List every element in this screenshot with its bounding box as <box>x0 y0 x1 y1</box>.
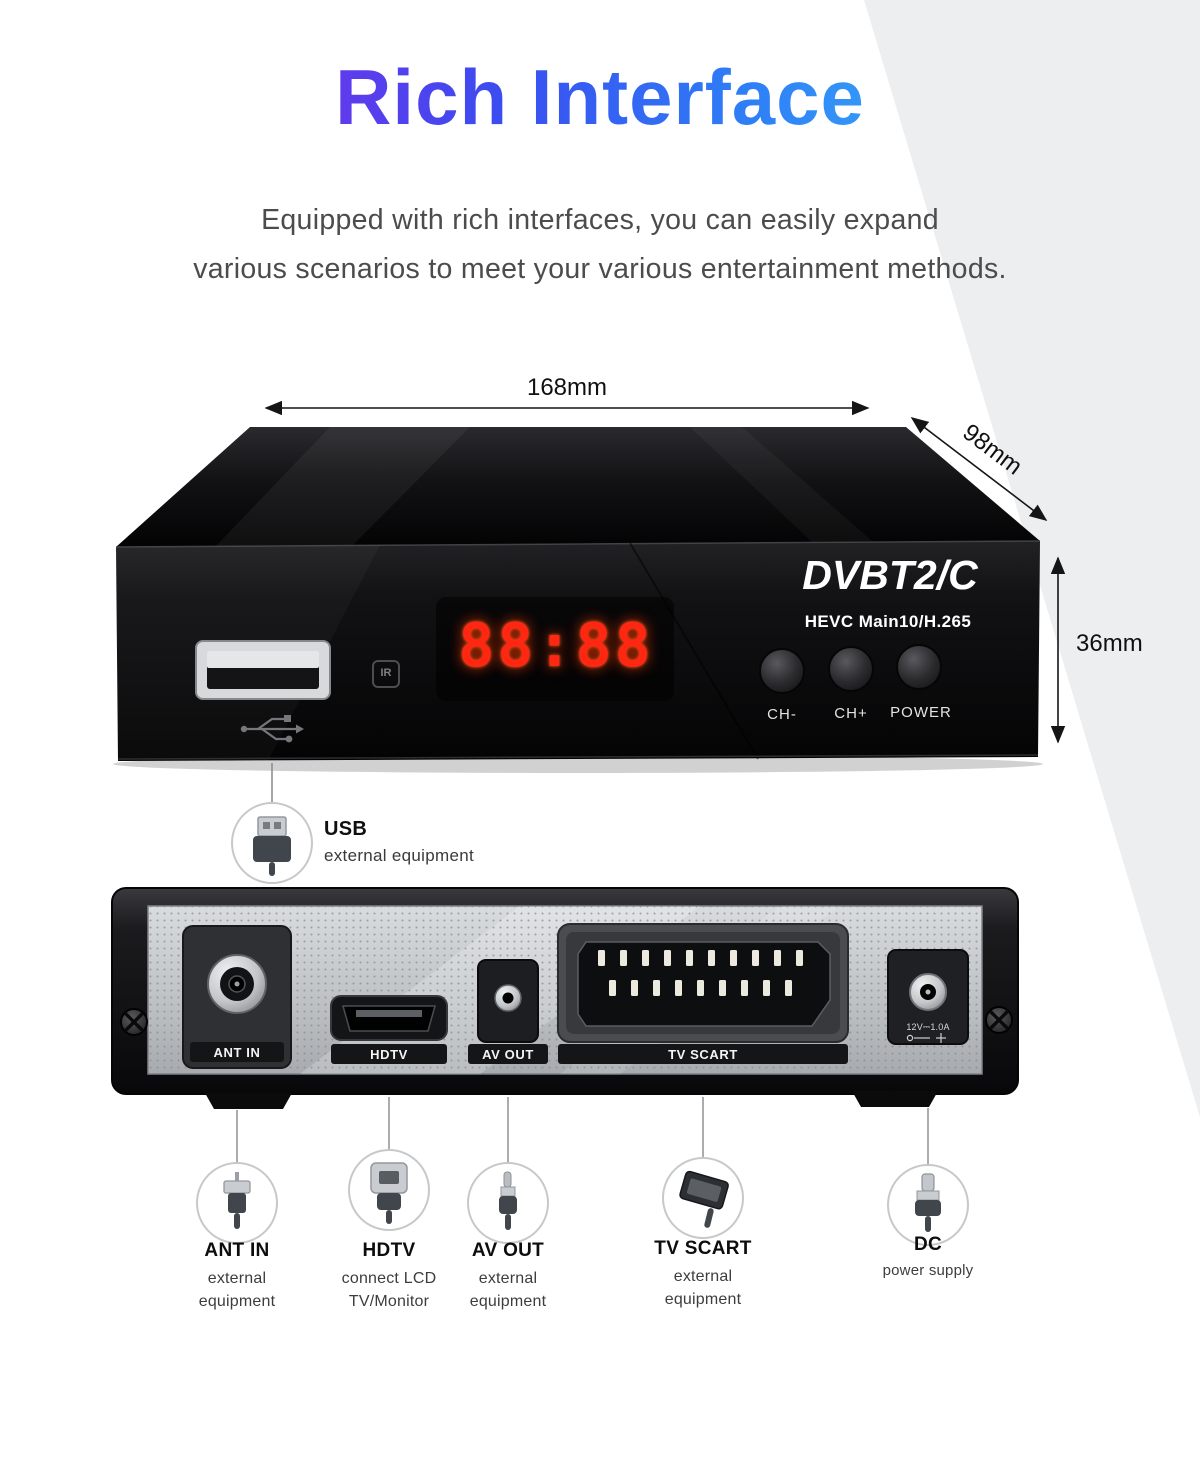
left-screw-icon <box>120 1008 148 1036</box>
brand-logo-subtext: HEVC Main10/H.265 <box>804 612 972 631</box>
brand-logo: DVBT2/C <box>802 552 978 598</box>
dc-rating-label: 12V⎓1.0A <box>906 1022 950 1032</box>
led-display-value: 88:88 <box>458 611 654 681</box>
callout-ant-in-label: ANT IN <box>204 1240 270 1261</box>
subtitle-line-2: various scenarios to meet your various e… <box>193 253 1007 285</box>
callout-dc-desc1: power supply <box>882 1262 974 1279</box>
power-button-label: POWER <box>890 704 952 721</box>
callout-hdtv-label: HDTV <box>362 1240 416 1261</box>
usb-callout-description: external equipment <box>324 846 474 865</box>
callout-tv-scart: TV SCART external equipment <box>628 1238 778 1311</box>
usb-callout-label: USB <box>324 818 368 840</box>
callout-hdtv-desc1: connect LCD <box>341 1270 437 1287</box>
scart-pins <box>598 950 803 996</box>
power-button <box>896 644 942 690</box>
ant-in-port <box>182 925 292 1069</box>
callout-hdtv: HDTV connect LCD TV/Monitor <box>314 1240 464 1313</box>
width-dimension-label: 168mm <box>526 374 608 401</box>
port-callouts-graphic <box>196 1097 969 1246</box>
page-subtitle: Equipped with rich interfaces, you can e… <box>0 196 1200 294</box>
av-out-port <box>468 959 548 1064</box>
ch-plus-button-label: CH+ <box>834 705 868 722</box>
page-title: Rich Interface <box>0 52 1200 143</box>
callout-av-out-desc2: equipment <box>469 1293 547 1310</box>
ch-minus-button <box>759 648 805 694</box>
led-display-panel <box>436 597 674 701</box>
depth-dimension-arrow <box>910 417 1048 521</box>
tv-scart-plug-icon <box>679 1170 729 1228</box>
right-foot <box>852 1091 938 1107</box>
right-screw-icon <box>985 1006 1013 1034</box>
dc-polarity-icon <box>906 1033 946 1043</box>
left-foot <box>205 1093 292 1109</box>
hdtv-plug-icon <box>370 1162 408 1224</box>
usb-port <box>195 640 331 700</box>
front-view <box>113 427 1043 773</box>
height-dimension-label: 36mm <box>1076 630 1143 657</box>
callout-tv-scart-desc2: equipment <box>664 1291 742 1308</box>
front-buttons <box>759 644 942 694</box>
ir-sensor-label: IR <box>380 667 392 679</box>
tv-scart-port <box>557 923 849 1064</box>
usb-callout-graphic <box>231 763 313 884</box>
dimension-arrows <box>264 400 1066 744</box>
callout-ant-in-desc1: external <box>207 1270 267 1287</box>
callout-dc: DC power supply <box>853 1234 1003 1282</box>
rear-view <box>111 887 1019 1109</box>
usb-plug-icon <box>253 816 291 876</box>
ant-in-plug-icon <box>223 1172 251 1229</box>
callout-ant-in: ANT IN external equipment <box>162 1240 312 1313</box>
av-out-port-label: AV OUT <box>482 1047 534 1062</box>
ir-sensor-icon <box>372 660 400 688</box>
usb-symbol-icon <box>240 715 304 743</box>
callout-ant-in-desc2: equipment <box>198 1293 276 1310</box>
hdtv-port <box>330 995 448 1064</box>
dc-plug-icon <box>915 1173 941 1232</box>
ch-minus-button-label: CH- <box>767 706 797 723</box>
dc-port <box>887 949 969 1045</box>
callout-av-out: AV OUT external equipment <box>433 1240 583 1313</box>
ant-in-port-label: ANT IN <box>213 1045 261 1060</box>
ch-plus-button <box>828 646 874 692</box>
callout-hdtv-desc2: TV/Monitor <box>348 1293 430 1310</box>
callout-av-out-label: AV OUT <box>471 1240 545 1261</box>
box-top-face <box>116 427 1040 547</box>
subtitle-line-1: Equipped with rich interfaces, you can e… <box>261 204 939 236</box>
hdtv-port-label: HDTV <box>370 1047 408 1062</box>
callout-tv-scart-label: TV SCART <box>654 1238 752 1259</box>
callout-dc-label: DC <box>913 1234 943 1255</box>
tv-scart-port-label: TV SCART <box>668 1047 738 1062</box>
callout-av-out-desc1: external <box>478 1270 538 1287</box>
callout-tv-scart-desc1: external <box>673 1268 733 1285</box>
av-out-plug-icon <box>499 1171 517 1230</box>
